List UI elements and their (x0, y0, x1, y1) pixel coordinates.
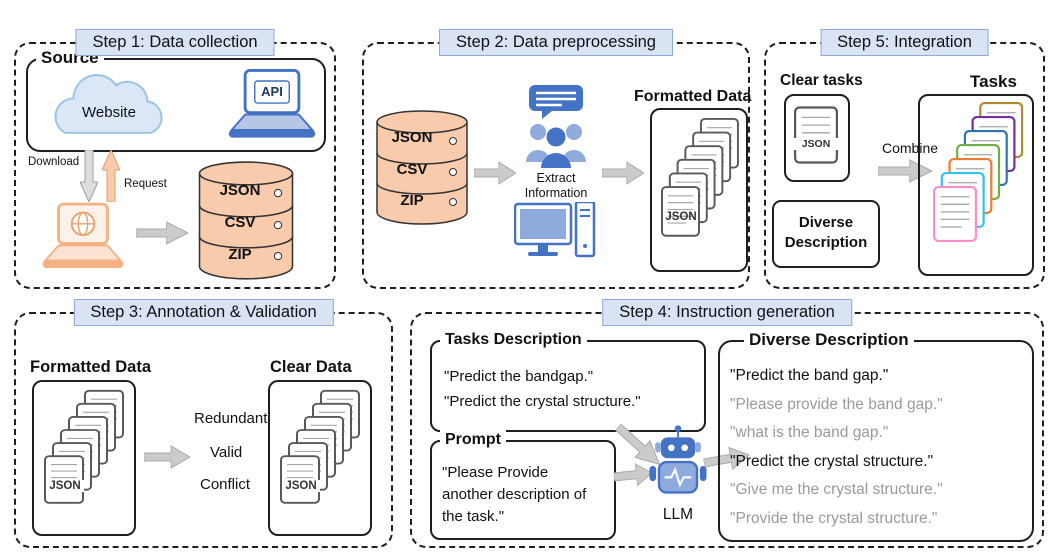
formatted-data-frame: JSON (32, 380, 136, 536)
output-line-2: "Please provide the band gap." (730, 395, 943, 413)
step2-panel: Step 2: Data preprocessing JSON CSV ZIP (362, 29, 752, 289)
diverse-description-label: Diverse Description (784, 214, 868, 252)
db-row-json: JSON (219, 182, 261, 199)
prompt-box: Prompt "Please Provide another descripti… (430, 430, 616, 540)
filter-conflict-label: Conflict (200, 476, 251, 493)
filter-redundant-label: Redundant (194, 410, 268, 427)
desktop-computer-icon (514, 202, 596, 258)
json-document-icon (794, 106, 838, 164)
db-row-json: JSON (391, 129, 433, 146)
arrow-right-icon (136, 221, 188, 245)
step4-title: Step 4: Instruction generation (602, 299, 852, 326)
doc-json-label: JSON (794, 138, 838, 150)
db-row-csv: CSV (224, 214, 256, 231)
clear-tasks-label: Clear tasks (780, 72, 863, 89)
task-line-1: "Predict the bandgap." (444, 368, 594, 385)
doc-json-label: JSON (46, 480, 84, 492)
arrow-right-icon (474, 161, 516, 185)
db-row-zip: ZIP (400, 192, 424, 209)
output-line-6: "Provide the crystal structure." (730, 509, 938, 527)
step5-panel: Step 5: Integration Clear tasks JSON Div… (764, 29, 1045, 289)
api-label: API (261, 84, 283, 99)
extract-information-label: Extract Information (524, 171, 588, 200)
step1-title: Step 1: Data collection (75, 29, 275, 56)
chat-bubble-icon (529, 85, 583, 119)
diverse-description-title: Diverse Description (744, 330, 914, 351)
document-stack-icon (661, 117, 739, 237)
step1-panel: Step 1: Data collection Source Website A… (14, 29, 336, 289)
filter-valid-label: Valid (210, 444, 243, 461)
download-label: Download (28, 156, 80, 168)
doc-json-label: JSON (282, 480, 320, 492)
request-arrow-icon (102, 150, 120, 202)
output-line-4: "Predict the crystal structure." (730, 452, 934, 470)
laptop-api-icon (228, 69, 316, 138)
people-group-icon (526, 124, 586, 168)
prompt-text: "Please Provide another description of t… (442, 464, 587, 525)
step5-title: Step 5: Integration (820, 29, 989, 56)
diverse-description-box: Diverse Description (772, 200, 880, 268)
request-label: Request (124, 178, 167, 190)
tasks-frame (918, 94, 1034, 276)
clear-data-label: Clear Data (270, 358, 352, 376)
combine-label: Combine (882, 140, 939, 156)
output-line-3: "what is the band gap." (730, 424, 889, 441)
document-stack-icon (280, 389, 360, 504)
formatted-data-frame: JSON (650, 108, 748, 272)
colorful-document-stack-icon (932, 102, 1024, 243)
clear-data-frame: JSON (268, 380, 372, 536)
step3-title: Step 3: Annotation & Validation (73, 299, 334, 326)
output-line-5: "Give me the crystal structure." (730, 481, 943, 498)
db-row-csv: CSV (396, 161, 428, 178)
db-row-zip: ZIP (228, 246, 252, 263)
llm-robot-icon (649, 425, 707, 494)
llm-label: LLM (662, 506, 694, 523)
prompt-title: Prompt (440, 430, 506, 450)
website-label: Website (82, 104, 136, 121)
doc-json-label: JSON (665, 211, 697, 223)
arrow-right-icon (602, 161, 644, 185)
output-line-1: "Predict the band gap." (730, 367, 889, 384)
arrow-right-icon (144, 445, 190, 469)
diverse-description-output-box: Diverse Description "Predict the band ga… (718, 330, 1034, 542)
step2-title: Step 2: Data preprocessing (439, 29, 673, 56)
cloud-icon (54, 74, 163, 134)
step4-panel: Step 4: Instruction generation Tasks Des… (410, 299, 1044, 548)
source-box: Source Website API (26, 48, 326, 152)
clear-tasks-frame: JSON (784, 94, 850, 182)
tasks-description-title: Tasks Description (440, 330, 587, 350)
tasks-label: Tasks (970, 72, 1017, 91)
download-arrow-icon (80, 150, 98, 202)
tasks-description-box: Tasks Description "Predict the bandgap."… (430, 330, 706, 432)
document-stack-icon (44, 389, 124, 504)
formatted-data-label: Formatted Data (634, 88, 752, 105)
formatted-data-label: Formatted Data (30, 358, 152, 376)
laptop-globe-icon (42, 202, 124, 269)
task-line-2: "Predict the crystal structure." (444, 393, 641, 410)
step3-panel: Step 3: Annotation & Validation Formatte… (14, 299, 393, 548)
